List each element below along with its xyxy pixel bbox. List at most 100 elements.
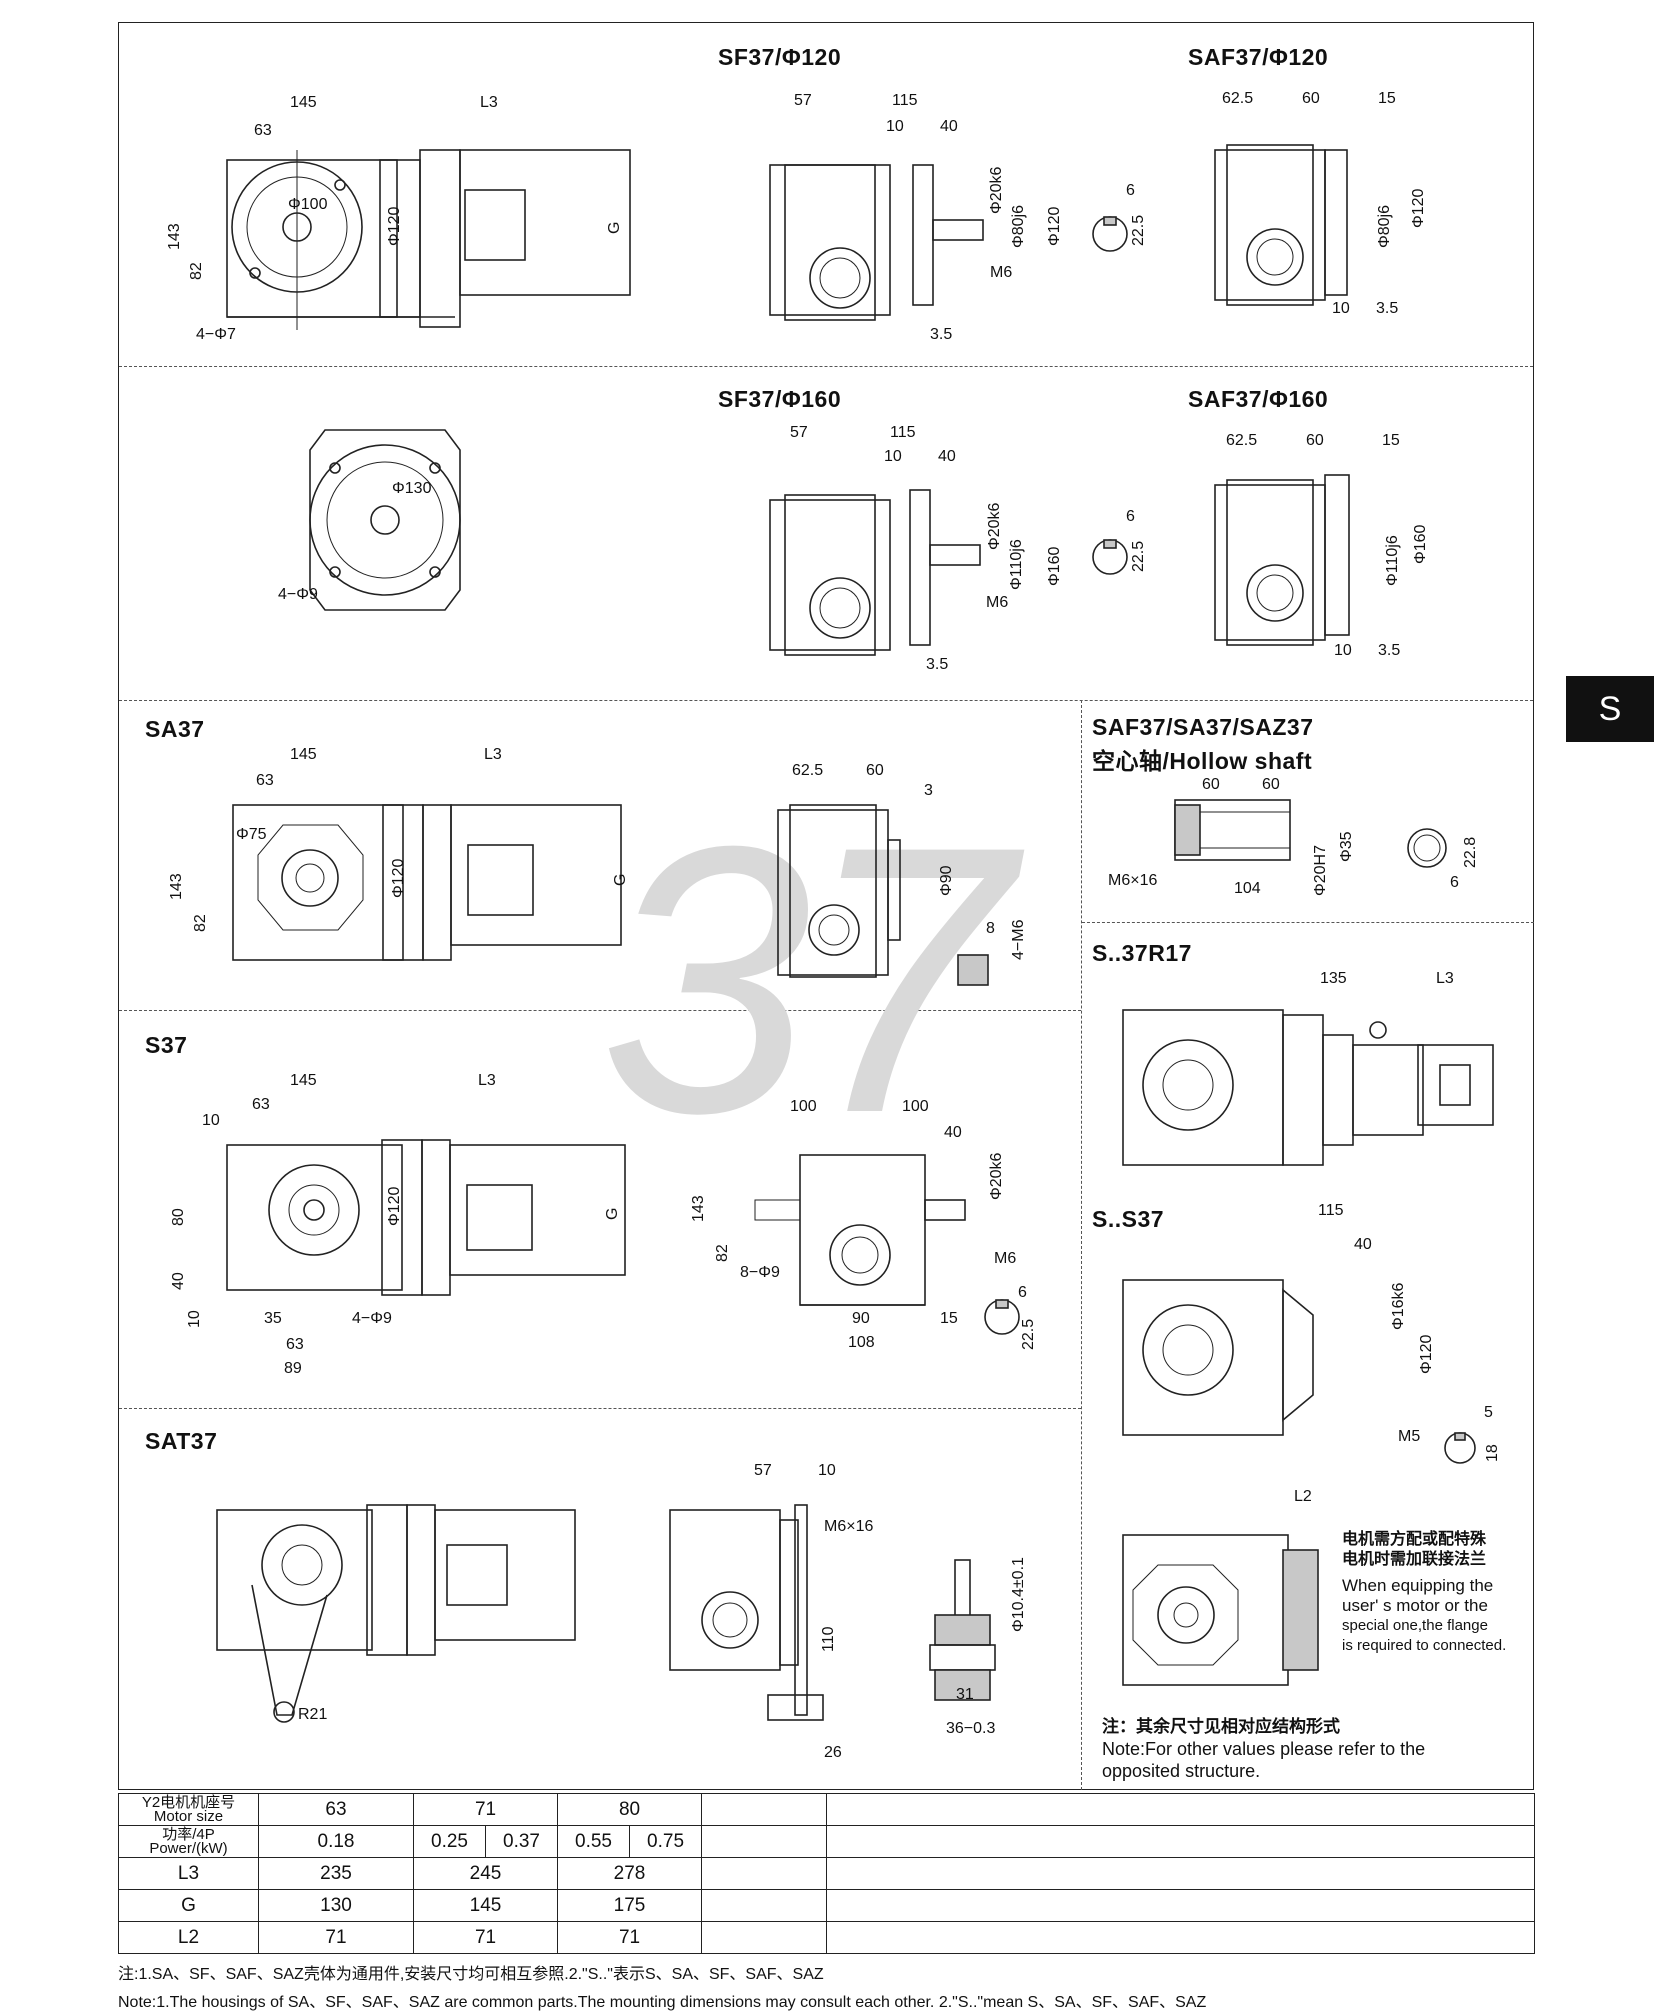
dim-15: 15 [1378, 90, 1396, 107]
cell-power-1: 0.25 [413, 1825, 486, 1858]
dim-4-phi9: 4−Φ9 [352, 1310, 392, 1327]
dim-82: 82 [188, 262, 205, 280]
cell-g-label: G [118, 1889, 259, 1922]
dim-15: 15 [1382, 432, 1400, 449]
drawing-saf37-160 [1214, 474, 1350, 646]
dim-143: 143 [166, 223, 183, 250]
dim-phi80j6: Φ80j6 [1376, 204, 1393, 248]
dim-phi35: Φ35 [1338, 831, 1355, 862]
dim-m6x16: M6×16 [824, 1518, 874, 1535]
separator-row1 [119, 366, 1533, 367]
dim-57: 57 [794, 92, 812, 109]
dim-145: 145 [290, 746, 317, 763]
dim-63: 63 [252, 1096, 270, 1113]
dim-6: 6 [1018, 1284, 1027, 1301]
separator-row2 [119, 700, 1533, 701]
dim-10: 10 [1334, 642, 1352, 659]
title-sat37: SAT37 [145, 1428, 218, 1454]
dim-phi90: Φ90 [938, 865, 955, 896]
drawing-sf37-120 [769, 164, 984, 321]
dim-10: 10 [884, 448, 902, 465]
dim-phi20k6: Φ20k6 [988, 166, 1005, 214]
dim-l3: L3 [478, 1072, 496, 1089]
dim-62-5: 62.5 [792, 762, 824, 779]
dim-10-bottom: 10 [186, 1310, 203, 1328]
dim-60: 60 [1306, 432, 1324, 449]
cell-l2-71: 71 [412, 1921, 559, 1954]
dim-m5: M5 [1398, 1428, 1421, 1445]
cell-power-2: 0.37 [484, 1825, 559, 1858]
title-saf37-160: SAF37/Φ160 [1188, 386, 1329, 412]
title-s37r17: S..37R17 [1092, 940, 1192, 966]
dim-104: 104 [1234, 880, 1261, 897]
drawing-ss37-keyway [1444, 1432, 1476, 1464]
dim-phi20k6: Φ20k6 [988, 1152, 1005, 1200]
dim-phi16k6: Φ16k6 [1390, 1282, 1407, 1330]
dim-8: 8 [986, 920, 995, 937]
footer-note-cn: 注:1.SA、SF、SAF、SAZ壳体为通用件,安装尺寸均可相互参照.2."S.… [118, 1966, 824, 1983]
dim-phi20h7: Φ20H7 [1312, 844, 1329, 896]
dim-35: 35 [264, 1310, 282, 1327]
drawing-sf37-160 [769, 489, 981, 656]
other-values-note: 注：其余尺寸见相对应结构形式 Note:For other values ple… [1102, 1717, 1426, 1781]
dim-5: 5 [1484, 1404, 1493, 1421]
dim-110: 110 [820, 1626, 837, 1652]
dim-62-5: 62.5 [1226, 432, 1258, 449]
dim-3-5: 3.5 [930, 326, 953, 343]
cell-l2-label: L2 [118, 1921, 259, 1954]
dim-10: 10 [1332, 300, 1350, 317]
separator-row3 [119, 1010, 1081, 1011]
dim-108: 108 [848, 1334, 875, 1351]
drawing-s37-keyway [984, 1299, 1020, 1335]
dim-22-5: 22.5 [1020, 1318, 1037, 1350]
dim-phi110j6: Φ110j6 [1008, 539, 1025, 590]
dim-143: 143 [168, 873, 185, 900]
dim-3-5: 3.5 [1378, 642, 1401, 659]
separator-row4 [119, 1408, 1081, 1409]
dim-phi10-4: Φ10.4±0.1 [1010, 1557, 1027, 1632]
drawing-hollow-section [1407, 828, 1447, 868]
dim-40: 40 [938, 448, 956, 465]
dim-26: 26 [824, 1744, 842, 1761]
dim-m6: M6 [986, 594, 1009, 611]
title-sa37: SA37 [145, 716, 205, 742]
drawing-sat37-front [216, 1504, 576, 1723]
title-hollow-line1: SAF37/SA37/SAZ37 [1092, 714, 1314, 740]
dim-115: 115 [1318, 1202, 1344, 1219]
dim-40: 40 [1354, 1236, 1372, 1253]
dim-60: 60 [1302, 90, 1320, 107]
title-s37: S37 [145, 1032, 188, 1058]
separator-right-column [1081, 700, 1082, 1790]
dim-18: 18 [1484, 1444, 1501, 1462]
dim-m6: M6 [990, 264, 1013, 281]
dim-40: 40 [940, 118, 958, 135]
dim-22-5: 22.5 [1130, 540, 1147, 572]
dim-g: G [612, 873, 629, 886]
dim-3-5: 3.5 [926, 656, 949, 673]
dim-phi100: Φ100 [288, 196, 328, 213]
dim-89: 89 [284, 1360, 302, 1377]
title-sf37-160: SF37/Φ160 [718, 386, 842, 412]
dim-57: 57 [754, 1462, 772, 1479]
cell-g-63: 130 [258, 1889, 414, 1922]
cell-power-3: 0.55 [557, 1825, 631, 1858]
dim-8-phi9: 8−Φ9 [740, 1264, 780, 1281]
title-saf37-120: SAF37/Φ120 [1188, 44, 1329, 70]
drawing-hollow-shaft [1174, 799, 1291, 861]
dim-143: 143 [690, 1195, 707, 1222]
dim-phi75: Φ75 [236, 826, 267, 843]
dim-phi120: Φ120 [390, 858, 407, 898]
dim-145: 145 [290, 94, 317, 111]
dim-60-left: 60 [1202, 776, 1220, 793]
cell-g-80: 175 [557, 1889, 703, 1922]
drawing-sa37-side [777, 804, 901, 978]
cell-motor-80: 80 [557, 1793, 703, 1826]
drawing-s37r17 [1122, 1009, 1494, 1166]
dim-135: 135 [1320, 970, 1347, 987]
section-tab-s[interactable]: S [1566, 676, 1654, 742]
dim-6: 6 [1126, 182, 1135, 199]
